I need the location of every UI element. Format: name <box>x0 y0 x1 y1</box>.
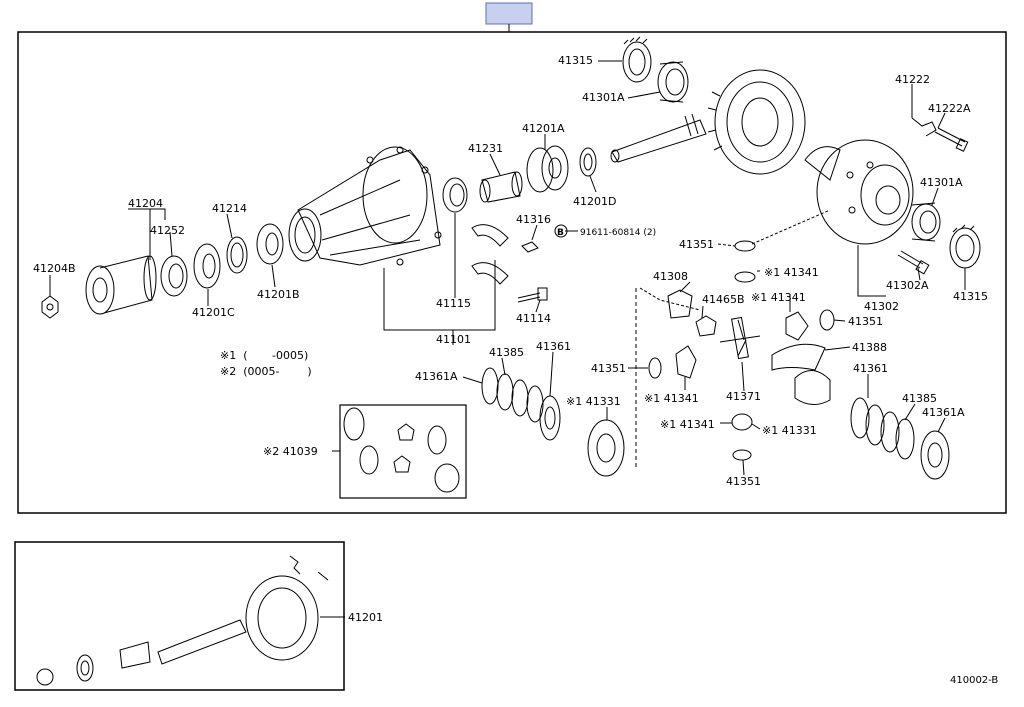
label-41301A-top[interactable]: 41301A <box>582 91 625 104</box>
nut-41204B-drawing <box>41 295 59 319</box>
label-41331-right[interactable]: ※1 41331 <box>762 424 817 437</box>
ring-gear-pinion-drawing <box>610 69 806 175</box>
note-1: ※1 ( -0005) <box>220 349 308 362</box>
inset-ring-gear-drawing <box>36 555 329 686</box>
main-diagram-frame <box>17 31 1007 514</box>
label-41039[interactable]: ※2 41039 <box>263 445 318 458</box>
bearing-41301A-top-drawing <box>657 61 689 103</box>
flange-41204-drawing <box>85 255 157 315</box>
label-41385-right[interactable]: 41385 <box>902 392 937 405</box>
note-2: ※2 (0005- ) <box>220 365 312 378</box>
inset-frame <box>14 541 345 691</box>
label-41315-top[interactable]: 41315 <box>558 54 593 67</box>
bearing-41315-right-drawing <box>949 224 981 269</box>
label-41361A-left[interactable]: 41361A <box>415 370 458 383</box>
lock-41316-drawing <box>521 241 539 253</box>
label-41341-b[interactable]: ※1 41341 <box>751 291 806 304</box>
label-41351-d[interactable]: 41351 <box>726 475 761 488</box>
label-41361-right[interactable]: 41361 <box>853 362 888 375</box>
ring-41214-drawing <box>226 236 248 274</box>
label-41204B[interactable]: 41204B <box>33 262 76 275</box>
label-41222[interactable]: 41222 <box>895 73 930 86</box>
label-41201B[interactable]: 41201B <box>257 288 300 301</box>
label-41201C[interactable]: 41201C <box>192 306 235 319</box>
clutch-disc-pack-right-drawing <box>850 397 950 480</box>
label-41351-c[interactable]: 41351 <box>591 362 626 375</box>
label-41385-left[interactable]: 41385 <box>489 346 524 359</box>
bolt-41222A-drawing <box>911 117 969 152</box>
label-41302[interactable]: 41302 <box>864 300 899 313</box>
part-labels: 41315 41301A 41222 41222A 41231 41201A 4… <box>33 54 998 686</box>
label-41361A-right[interactable]: 41361A <box>922 406 965 419</box>
bolt-41302A-drawing <box>897 250 930 275</box>
label-41231[interactable]: 41231 <box>468 142 503 155</box>
label-41301A-right[interactable]: 41301A <box>920 176 963 189</box>
label-41114[interactable]: 41114 <box>516 312 551 325</box>
label-41101[interactable]: 41101 <box>436 333 471 346</box>
label-41222A[interactable]: 41222A <box>928 102 971 115</box>
header-tab[interactable] <box>485 2 533 25</box>
label-41351-a[interactable]: 41351 <box>679 238 714 251</box>
spacer-41231-drawing <box>479 171 523 203</box>
label-41302A[interactable]: 41302A <box>886 279 929 292</box>
leader-lines <box>49 60 966 618</box>
seal-41115-drawing <box>442 177 468 213</box>
label-41201A[interactable]: 41201A <box>522 122 565 135</box>
circle-b-letter: B <box>557 228 564 238</box>
bearing-41201A-drawing <box>526 145 569 193</box>
washer-41201D-drawing <box>579 147 597 177</box>
label-41341-d[interactable]: ※1 41341 <box>660 418 715 431</box>
carrier-housing-drawing <box>288 146 442 266</box>
label-41465B[interactable]: 41465B <box>702 293 745 306</box>
label-41351-b[interactable]: 41351 <box>848 315 883 328</box>
label-91611-60814[interactable]: 91611-60814 (2) <box>580 228 656 238</box>
label-41331-left[interactable]: ※1 41331 <box>566 395 621 408</box>
label-41388[interactable]: 41388 <box>852 341 887 354</box>
differential-case-drawing <box>804 139 914 245</box>
bearing-41201C-drawing <box>193 243 221 289</box>
bearing-41201B-drawing <box>256 223 284 265</box>
label-41252[interactable]: 41252 <box>150 224 185 237</box>
circle-b-marker <box>554 224 568 238</box>
label-41201D[interactable]: 41201D <box>573 195 616 208</box>
side-gear-41331-left-drawing <box>587 419 625 477</box>
label-41308[interactable]: 41308 <box>653 270 688 283</box>
label-41341-c[interactable]: ※1 41341 <box>644 392 699 405</box>
bearing-41315-top-drawing <box>622 36 652 83</box>
kit-41039-gears-drawing <box>343 407 460 493</box>
bearing-cap-drawing <box>471 224 509 285</box>
label-41204[interactable]: 41204 <box>128 197 163 210</box>
label-41371[interactable]: 41371 <box>726 390 761 403</box>
kit-41039-box <box>339 404 467 499</box>
label-41201-inset[interactable]: 41201 <box>348 611 383 624</box>
bearing-41301A-right-drawing <box>911 202 941 242</box>
seal-41252-drawing <box>160 255 188 297</box>
label-41316[interactable]: 41316 <box>516 213 551 226</box>
clutch-disc-pack-left-drawing <box>481 367 561 441</box>
label-41315-right[interactable]: 41315 <box>953 290 988 303</box>
label-41361-left[interactable]: 41361 <box>536 340 571 353</box>
spider-gear-parts-drawing <box>648 240 835 461</box>
bolt-41114-drawing <box>517 287 548 303</box>
figure-id: 410002-B <box>950 675 998 686</box>
label-41214[interactable]: 41214 <box>212 202 247 215</box>
label-41341-a[interactable]: ※1 41341 <box>764 266 819 279</box>
label-41115[interactable]: 41115 <box>436 297 471 310</box>
